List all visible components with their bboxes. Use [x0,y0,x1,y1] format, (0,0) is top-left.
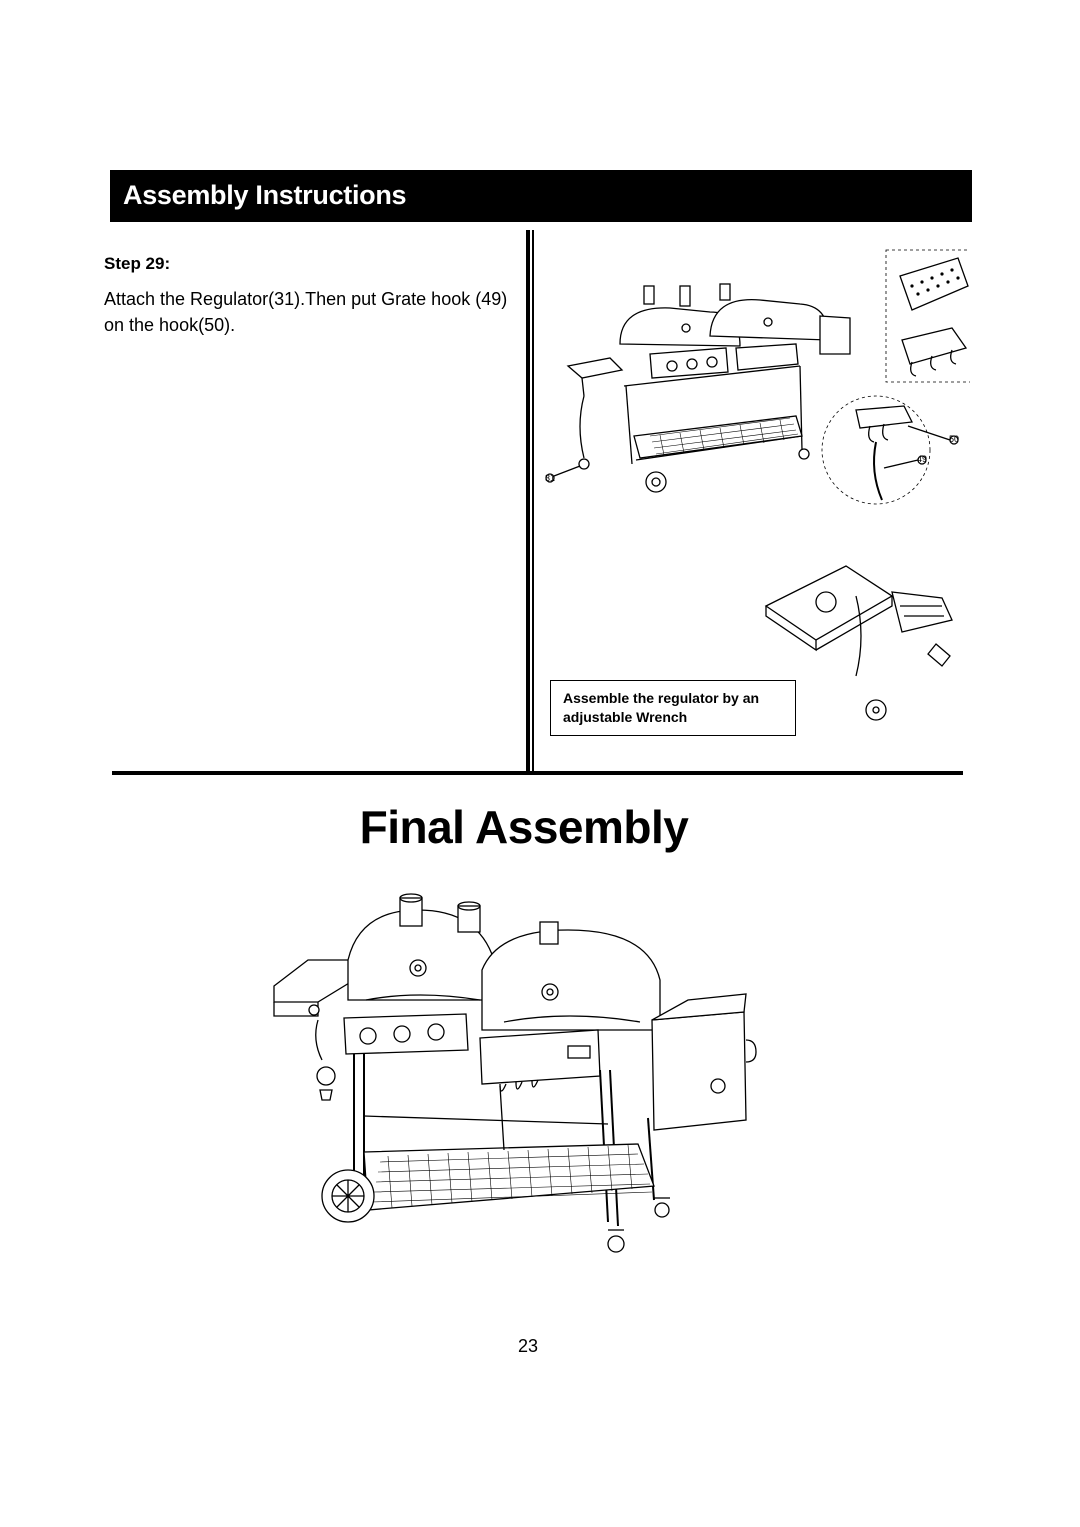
callout-part-31: 31 [545,473,555,483]
step-29-illustration: 50 49 31 [545,249,970,721]
grill-assembly [545,283,851,493]
section-divider [112,771,963,775]
regulator-detail [764,565,953,721]
final-assembly-illustration [273,893,757,1253]
page-number: 23 [517,1336,539,1356]
section-header-bar: Assembly Instructions [110,170,972,222]
callout-part-50: 50 [949,434,959,444]
hook-detail-circle [821,395,959,505]
combo-grill-drawing [273,893,757,1253]
callout-part-49: 49 [917,454,927,464]
step-instructions: Attach the Regulator(31).Then put Grate … [104,289,508,335]
section-header-title: Assembly Instructions [123,180,407,210]
grate-hook-inset [885,249,970,383]
step-label: Step 29: [104,254,171,273]
column-divider-inner [532,230,534,772]
regulator-callout-box: Assemble the regulator by an adjustable … [550,680,796,736]
final-assembly-title: Final Assembly [359,801,689,853]
column-divider [526,230,530,772]
regulator-callout-text: Assemble the regulator by an adjustable … [563,690,760,725]
